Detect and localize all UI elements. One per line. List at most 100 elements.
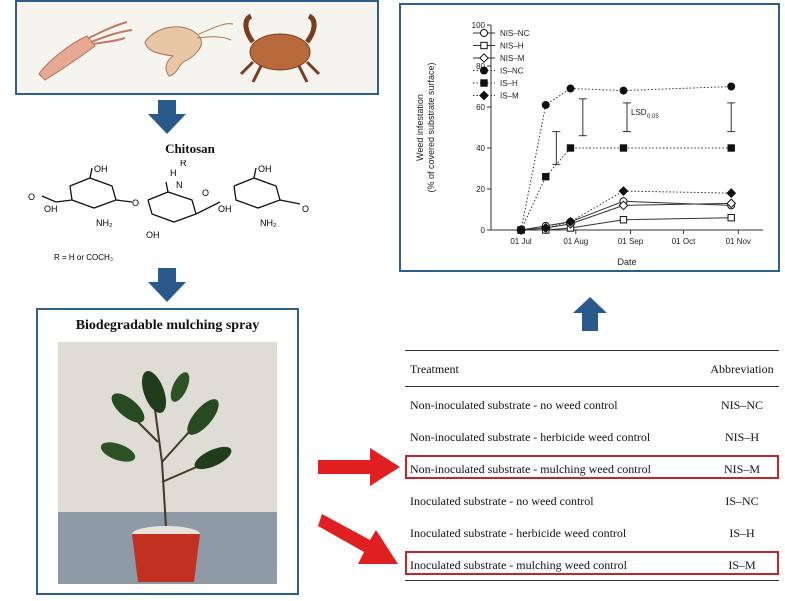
x-tick-label: 01 Oct <box>672 237 696 246</box>
data-point-1 <box>619 216 628 224</box>
x-axis-label: Date <box>617 257 636 267</box>
data-point-5 <box>516 225 526 235</box>
atom-O-2: O <box>202 188 209 198</box>
y-tick-label: 80 <box>476 62 485 71</box>
weed-infestation-chart-panel: 0 20 40 60 80 100 01 Jul 01 Aug 01 Sep 01 Oct 01 N… <box>399 3 780 272</box>
legend-label: NIS–NC <box>500 29 530 38</box>
crustacean-source-panel <box>15 0 379 95</box>
abbreviation-cell: IS–NC <box>725 494 759 508</box>
treatment-cell: Non-inoculated substrate - no weed contr… <box>410 398 618 412</box>
data-point-4 <box>727 144 735 152</box>
spray-title: Biodegradable mulching spray <box>75 318 260 333</box>
flow-arrow-down-icon <box>148 100 186 134</box>
series-line-3 <box>520 86 732 231</box>
header-treatment: Treatment <box>410 362 459 376</box>
red-arrow-diagonal-icon <box>318 514 398 564</box>
series-line-4 <box>520 147 732 231</box>
legend-marker <box>479 90 489 101</box>
data-point-5 <box>618 186 629 196</box>
x-tick-label: 01 Aug <box>563 237 588 246</box>
legend-label: NIS–M <box>500 54 525 63</box>
y-tick-label: 20 <box>476 185 485 194</box>
treatment-cell: Inoculated substrate - no weed control <box>410 494 594 508</box>
treatment-cell: Inoculated substrate - mulching weed con… <box>410 558 627 572</box>
plant-icon <box>100 371 232 528</box>
x-tick-label: 01 Jul <box>510 237 532 246</box>
atom-OH-3: OH <box>146 230 160 240</box>
highlight-box <box>405 455 779 479</box>
table-rule-header <box>405 386 779 387</box>
table-row: Non-inoculated substrate - herbicide wee… <box>405 426 779 450</box>
table-row: Inoculated substrate - mulching weed con… <box>405 551 779 578</box>
atom-N: N <box>176 180 183 190</box>
data-point-5 <box>565 216 576 227</box>
table-header-row: Treatment Abbreviation <box>405 358 779 382</box>
y-axis-label: Weed infestation <box>415 94 425 161</box>
pot-icon <box>132 526 200 582</box>
y-tick-label: 40 <box>476 144 485 153</box>
atom-H-1: H <box>170 168 177 178</box>
atom-NH2-2: NH₂ <box>260 218 277 228</box>
y-tick-label: 60 <box>476 103 485 112</box>
squid-icon <box>38 21 133 81</box>
atom-OH-5: OH <box>258 164 272 174</box>
atom-R: R <box>180 160 187 168</box>
treatment-cell: Inoculated substrate - herbicide weed co… <box>410 526 627 540</box>
series-line-5 <box>520 190 732 231</box>
treatment-table: Treatment Abbreviation Non-inoculated su… <box>405 350 779 581</box>
data-point-3 <box>727 82 736 91</box>
treatment-cell: Non-inoculated substrate - mulching weed… <box>410 462 651 476</box>
lsd-annotation: LSD <box>631 108 647 117</box>
x-tick-label: 01 Sep <box>618 237 644 246</box>
data-point-3 <box>541 100 550 109</box>
plant-photo <box>58 342 277 584</box>
table-rule-top <box>405 350 779 351</box>
table-rule-bottom <box>405 580 779 581</box>
y-axis-label: (% of covered substrate surface) <box>426 62 436 192</box>
r-group-definition: R = H or COCH₃ <box>54 253 113 262</box>
legend-label: NIS–H <box>500 42 524 51</box>
red-arrow-right-icon <box>318 448 400 486</box>
legend-marker <box>480 79 488 87</box>
data-point-5 <box>726 188 737 199</box>
table-row: Non-inoculated substrate - no weed contr… <box>405 394 779 418</box>
y-tick-label: 0 <box>481 226 486 235</box>
atom-O-left: O <box>28 192 35 202</box>
atom-O-right: O <box>302 204 309 214</box>
x-tick-label: 01 Nov <box>726 237 751 246</box>
highlight-box <box>405 551 779 575</box>
data-point-5 <box>540 223 551 233</box>
table-row: Inoculated substrate - no weed control IS… <box>405 490 779 514</box>
legend-marker <box>480 41 488 50</box>
mulching-spray-panel: Biodegradable mulching spray <box>36 308 299 595</box>
chitosan-structure: O OH OH NH₂ O H R N OH O OH OH NH₂ O R =… <box>28 160 309 262</box>
plant-pot-illustration <box>58 342 277 584</box>
abbreviation-cell: NIS–H <box>724 430 759 444</box>
data-point-2 <box>618 200 629 211</box>
abbreviation-cell: IS–M <box>728 558 756 572</box>
shrimp-icon <box>144 23 234 77</box>
data-point-1 <box>727 214 735 222</box>
data-point-2 <box>726 198 737 209</box>
table-row: Inoculated substrate - herbicide weed co… <box>405 522 779 546</box>
atom-OH-2: OH <box>94 164 108 174</box>
atom-O-1: O <box>132 198 139 208</box>
atom-OH-1: OH <box>44 204 58 214</box>
animals-illustration <box>38 13 321 83</box>
data-point-4 <box>619 144 628 152</box>
flow-arrow-up-icon <box>573 297 607 331</box>
legend-marker <box>480 66 488 75</box>
legend-label: IS–H <box>500 79 518 88</box>
atom-OH-4: OH <box>218 204 232 214</box>
abbreviation-cell: IS–H <box>729 526 755 540</box>
chitosan-title: Chitosan <box>165 141 215 156</box>
data-point-4 <box>566 144 575 152</box>
lsd-annotation-subscript: 0.05 <box>647 114 659 120</box>
data-point-4 <box>542 173 550 181</box>
data-point-3 <box>566 84 575 93</box>
y-tick-label: 100 <box>472 21 486 30</box>
data-point-3 <box>619 86 628 95</box>
legend-label: IS–M <box>500 92 519 101</box>
table-row: Non-inoculated substrate - mulching weed… <box>405 455 779 482</box>
legend-marker <box>479 53 489 63</box>
